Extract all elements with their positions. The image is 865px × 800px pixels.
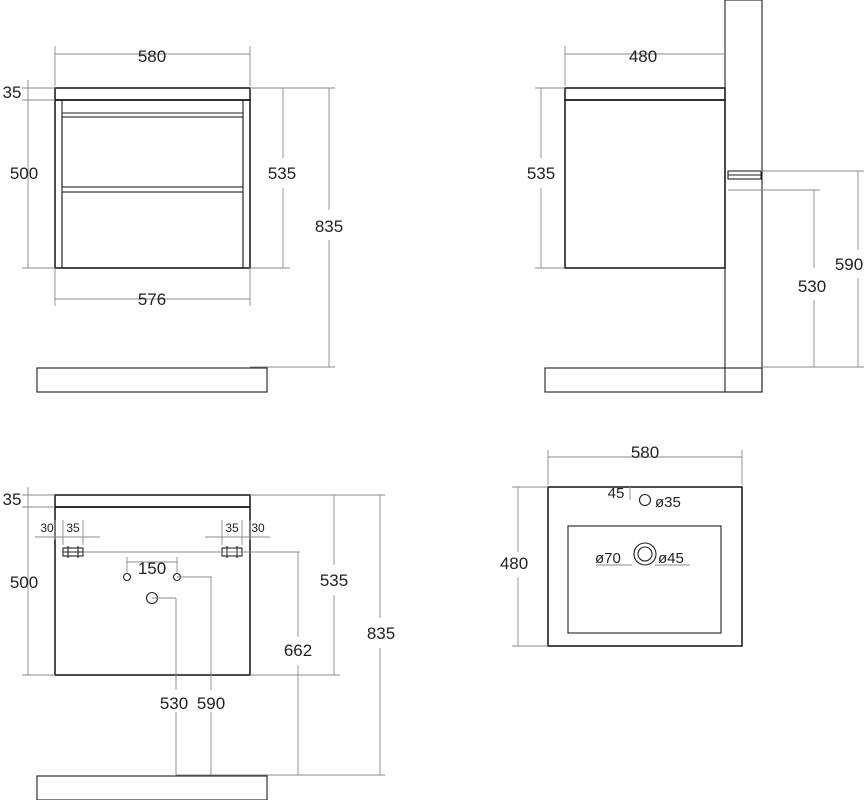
dim-front-total-height: 835	[315, 217, 343, 236]
wall-hatch-side	[724, 0, 763, 393]
dim-side-depth: 480	[629, 47, 657, 66]
dim-front-top-thickness: 35	[3, 83, 22, 102]
dim-top-tap-hole: ø35	[655, 494, 681, 511]
dim-rear-left-offset: 30	[40, 521, 54, 535]
dim-side-mount-high: 590	[835, 255, 863, 274]
dim-rear-total-height: 835	[367, 624, 395, 643]
drain-outer	[633, 542, 657, 566]
dim-top-drain-outer: ø70	[595, 550, 621, 567]
dim-rear-hole-low: 530	[160, 694, 188, 713]
top-view: 580 480 45 ø35 ø70 ø45	[500, 443, 743, 647]
dim-rear-bracket-height: 662	[284, 641, 312, 660]
rear-countertop	[54, 494, 251, 508]
front-view: 580 35 500 535 835 576	[3, 46, 343, 393]
floor-hatch-side	[544, 367, 763, 393]
dim-rear-left-bracket: 35	[66, 521, 80, 535]
dim-front-inner-width: 576	[138, 290, 166, 309]
dim-top-drain-inner: ø45	[658, 550, 684, 567]
upper-drawer	[61, 116, 244, 188]
dim-top-depth: 480	[500, 554, 528, 573]
left-bracket	[62, 546, 84, 558]
dim-rear-top-thickness: 35	[3, 490, 22, 509]
dim-front-width: 580	[138, 47, 166, 66]
countertop	[54, 87, 251, 101]
drain-inner	[637, 546, 653, 562]
floor-hatch-front	[36, 367, 268, 393]
lower-drawer	[61, 191, 244, 269]
dim-rear-right-bracket: 35	[225, 521, 239, 535]
pipe-hole-left	[122, 572, 132, 582]
dim-rear-height-with-top: 535	[320, 571, 348, 590]
dim-rear-hole-high: 590	[197, 694, 225, 713]
dim-front-height-with-top: 535	[268, 164, 296, 183]
side-countertop	[564, 87, 726, 101]
side-view: 480 535 530 590	[527, 0, 864, 393]
rear-view: 30 35 35 30 150 35 500 535 662 835	[3, 487, 395, 800]
dim-rear-hole-spacing: 150	[138, 559, 166, 578]
tap-hole	[638, 493, 652, 507]
floor-hatch-rear	[36, 775, 268, 800]
basin-outline	[567, 525, 722, 634]
dim-rear-body-height: 500	[10, 573, 38, 592]
cabinet-body	[54, 99, 251, 269]
side-cabinet	[564, 99, 726, 269]
dim-side-height: 535	[527, 164, 555, 183]
rear-cabinet	[54, 506, 251, 676]
dim-rear-right-offset: 30	[251, 521, 265, 535]
sink-outline	[547, 486, 743, 647]
dim-front-body-height: 500	[10, 164, 38, 183]
dim-side-mount-low: 530	[798, 277, 826, 296]
dim-top-tap-offset: 45	[608, 485, 625, 502]
dim-top-width: 580	[631, 443, 659, 462]
